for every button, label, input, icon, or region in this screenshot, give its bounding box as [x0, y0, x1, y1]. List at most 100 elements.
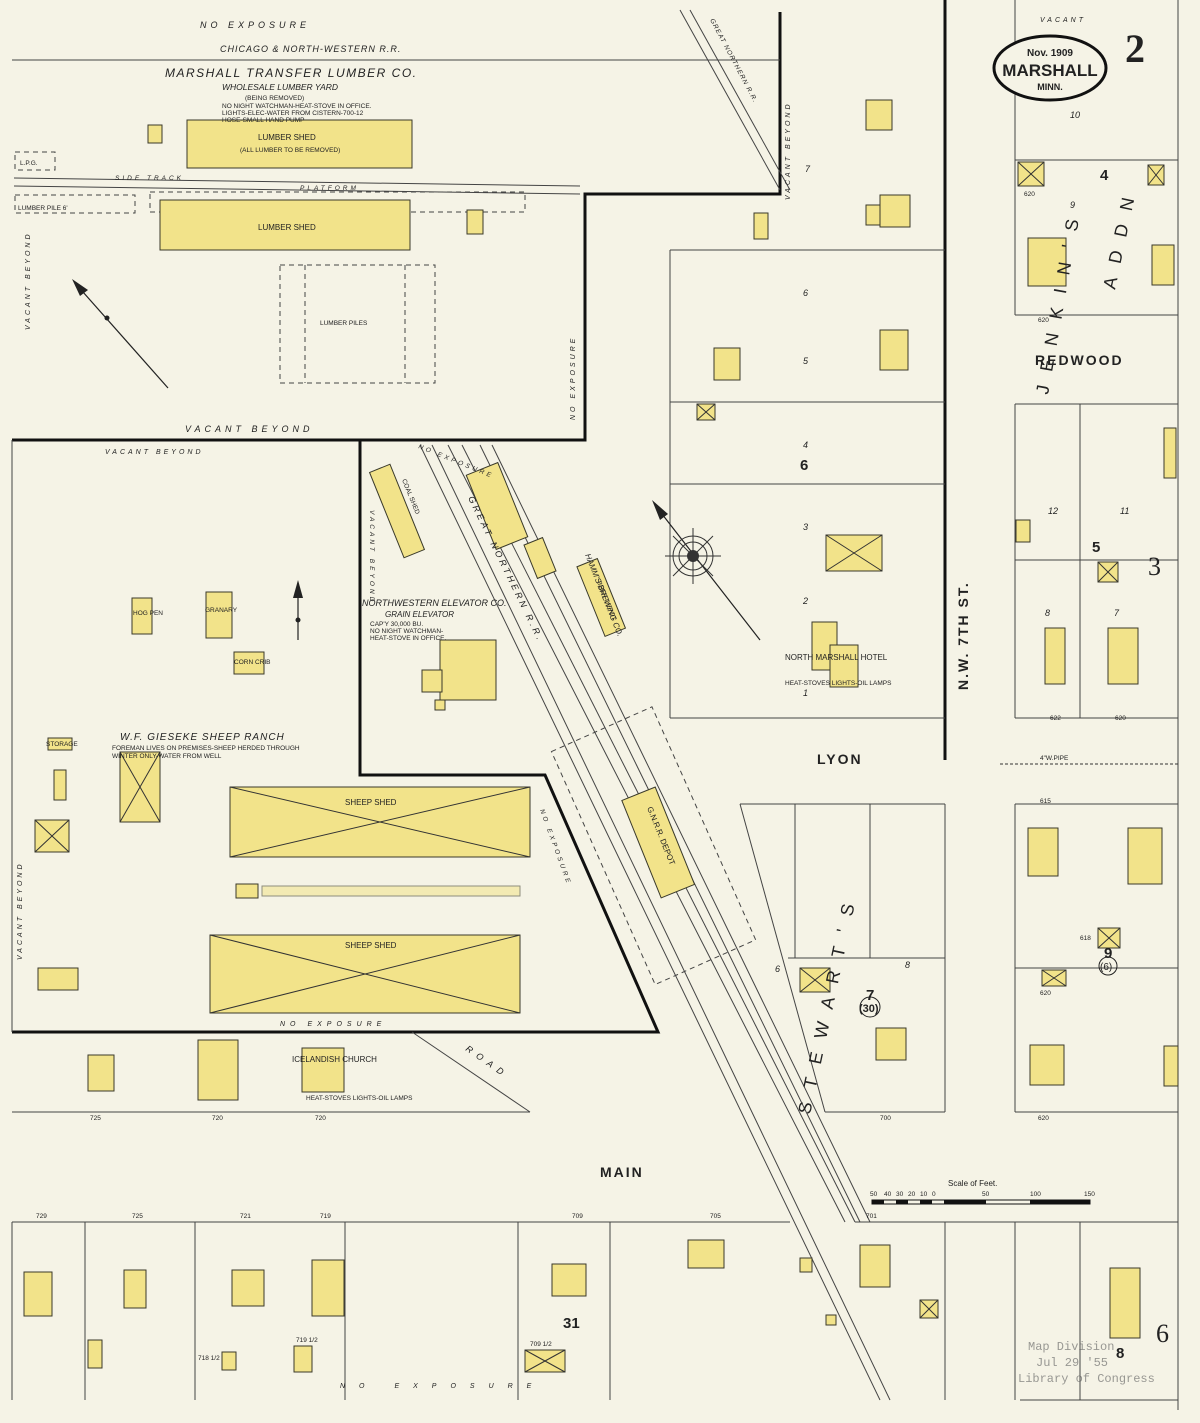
lot-number: 8 — [905, 960, 910, 970]
scale-tick: 0 — [932, 1191, 936, 1198]
lot-number: 7 — [1114, 608, 1120, 618]
side-track-label: SIDE TRACK — [115, 175, 184, 182]
property-boundaries — [12, 0, 947, 1034]
vacant-beyond-track-label: VACANT BEYOND — [785, 101, 792, 200]
lot-number: 2 — [802, 596, 808, 606]
elevator-note-3: HEAT-STOVE IN OFFICE. — [370, 635, 447, 642]
scale-tick: 100 — [1030, 1191, 1041, 1198]
lyon-street-label: LYON — [817, 751, 863, 767]
lumber-piles: LUMBER PILES LUMBER PILE 6' L.P.G. — [14, 151, 526, 384]
lot-number: 11 — [1120, 506, 1129, 516]
vacant-beyond-lumber-label: VACANT BEYOND — [185, 424, 314, 434]
block-number: 5 — [1092, 539, 1100, 556]
lot-number: 5 — [803, 356, 809, 366]
scale-tick: 50 — [982, 1191, 990, 1198]
block-number: 6 — [800, 457, 808, 474]
vacant-beyond-ranch-label: VACANT BEYOND — [105, 449, 204, 456]
lot-number: 6 — [803, 288, 808, 298]
house-number: 705 — [710, 1213, 721, 1220]
lot-number: 9 — [1070, 200, 1075, 210]
north-arrow-icon — [72, 279, 169, 389]
elevator-subtitle: GRAIN ELEVATOR — [385, 610, 454, 619]
lot-numbers: 7 6 5 4 3 2 1 10 9 8 11 12 6 7 8 — [775, 110, 1129, 974]
adjoining-sheet-3: 3 — [1148, 552, 1161, 581]
no-exposure-ranch-bottom-label: NO EXPOSURE — [280, 1021, 386, 1028]
no-exposure-lumber-right-label: NO EXPOSURE — [570, 336, 577, 420]
lumber-note-2: NO NIGHT WATCHMAN-HEAT-STOVE IN OFFICE. — [222, 103, 372, 110]
lumber-pile-small-label: LUMBER PILE 6' — [18, 205, 68, 212]
town-name: MARSHALL — [1002, 61, 1097, 80]
cnw-railroad-label: CHICAGO & NORTH-WESTERN R.R. — [220, 44, 401, 54]
block-number: 7 — [866, 987, 874, 1004]
house-number: 700 — [880, 1115, 891, 1122]
house-number: 620 — [1038, 317, 1049, 324]
scale-tick: 40 — [884, 1191, 892, 1198]
house-number: 701 — [866, 1213, 877, 1220]
house-number: 729 — [36, 1213, 47, 1220]
sheep-ranch-note-1: FOREMAN LIVES ON PREMISES-SHEEP HERDED T… — [112, 745, 300, 752]
lumber-shed-2-label: LUMBER SHED — [258, 223, 316, 232]
church-label: ICELANDISH CHURCH — [292, 1055, 377, 1064]
map-date: Nov. 1909 — [1027, 48, 1073, 59]
house-number: 709 1/2 — [530, 1341, 552, 1348]
scale-title: Scale of Feet. — [948, 1179, 997, 1188]
block-number: 9 — [1104, 945, 1112, 962]
top-no-exposure-label: NO EXPOSURE — [200, 20, 310, 30]
seventh-street-label: N.W. 7TH ST. — [955, 581, 971, 690]
block-number: 31 — [563, 1315, 580, 1332]
scale-tick: 50 — [870, 1191, 878, 1198]
lumber-note-4: HOSE-SMALL HAND PUMP — [222, 117, 304, 124]
library-stamp: Map Division Jul 29 '55 Library of Congr… — [1018, 1340, 1155, 1386]
house-number: 620 — [1040, 990, 1051, 997]
house-number: 615 — [1040, 798, 1051, 805]
water-pipe: 4"W.PIPE — [1000, 755, 1178, 765]
lot-number: 10 — [1070, 110, 1080, 120]
sheep-ranch-title: W.F. GIESEKE SHEEP RANCH — [120, 732, 285, 743]
lumber-note-1: (BEING REMOVED) — [245, 95, 304, 102]
lot-number: 4 — [803, 440, 808, 450]
lot-number: 12 — [1048, 506, 1058, 516]
lumber-shed-lower — [159, 199, 411, 251]
redwood-street-label: REDWOOD — [1035, 352, 1124, 368]
house-number: 620 — [1024, 191, 1035, 198]
house-number: 721 — [240, 1213, 251, 1220]
house-number: 620 — [1115, 715, 1126, 722]
house-number: 620 — [1038, 1115, 1049, 1122]
lot-number: 8 — [1045, 608, 1050, 618]
house-numbers: 620 620 622 620 615 618 620 700 620 725 … — [36, 191, 1126, 1362]
vacant-beyond-left-lower-label: VACANT BEYOND — [17, 861, 24, 960]
vacant-beyond-elevator-label: VACANT BEYOND — [368, 510, 375, 604]
street-grid — [11, 0, 1179, 1410]
lumber-shed-top — [186, 119, 413, 169]
sheet-number: 2 — [1125, 26, 1145, 71]
lot-number: 1 — [803, 688, 808, 698]
platform-label: PLATFORM — [300, 185, 359, 192]
block-number: 4 — [1100, 167, 1109, 184]
circled-number: (30) — [859, 1003, 879, 1015]
vacant-beyond-left-label: VACANT BEYOND — [25, 231, 32, 330]
house-number: 725 — [90, 1115, 101, 1122]
lumber-shed-label: LUMBER SHED — [258, 133, 316, 142]
north-arrow-icon — [293, 580, 303, 640]
lumber-piles-label: LUMBER PILES — [320, 320, 368, 327]
no-exposure-bottom-label: NO EXPOSURE — [340, 1383, 545, 1390]
scale-tick: 30 — [896, 1191, 904, 1198]
scale-tick: 150 — [1084, 1191, 1095, 1198]
state-name: MINN. — [1037, 82, 1063, 92]
lot-number: 3 — [803, 522, 808, 532]
stamp-line-3: Library of Congress — [1018, 1372, 1155, 1386]
corn-crib-label: CORN CRIB — [234, 659, 270, 666]
lumber-shed-note: (ALL LUMBER TO BE REMOVED) — [240, 147, 340, 154]
stamp-line-2: Jul 29 '55 — [1036, 1356, 1108, 1370]
stamp-line-1: Map Division — [1028, 1340, 1114, 1354]
elevator-note-1: CAP'Y 30,000 BU. — [370, 621, 423, 628]
vacant-top-right-label: VACANT — [1040, 17, 1086, 24]
house-number: 718 1/2 — [198, 1355, 220, 1362]
house-number: 618 — [1080, 935, 1091, 942]
title-cartouche: Nov. 1909 MARSHALL MINN. 2 — [992, 26, 1145, 102]
house-number: 720 — [212, 1115, 223, 1122]
scale-tick: 10 — [920, 1191, 928, 1198]
house-number: 719 — [320, 1213, 331, 1220]
storage-label: STORAGE — [46, 741, 78, 748]
